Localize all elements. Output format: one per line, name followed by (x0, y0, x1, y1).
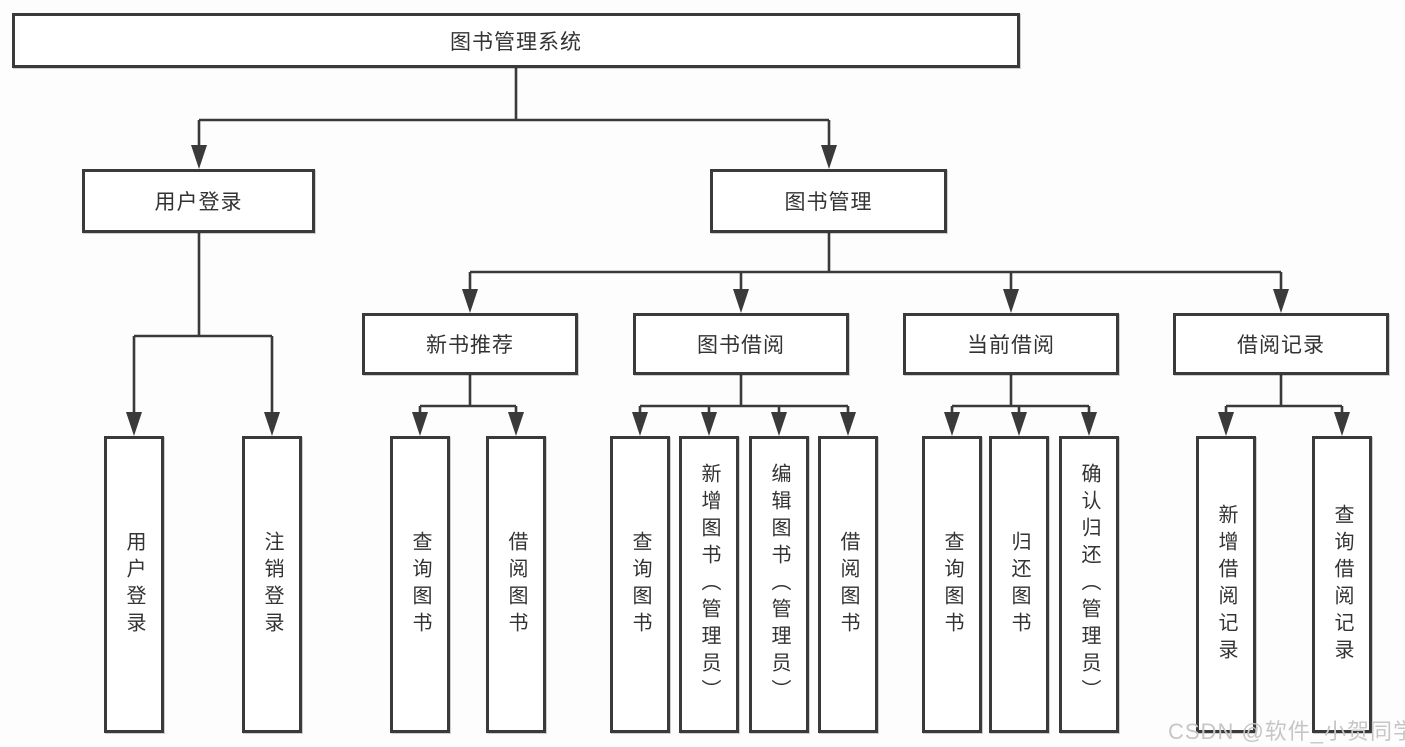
connector-root-to-level2 (191, 68, 837, 169)
arrowhead (1334, 412, 1350, 436)
arrowhead (191, 145, 207, 169)
arrowhead (412, 412, 428, 436)
leaf-user-login-label: 用户登录 (123, 530, 145, 639)
node-book-management-label: 图书管理 (784, 191, 873, 214)
arrowhead (1003, 289, 1019, 313)
node-book-borrowing: 图书借阅 (633, 313, 849, 375)
arrowhead (1273, 289, 1289, 313)
leaf-query-borrow-record: 查询借阅记录 (1312, 436, 1372, 733)
connector-currentborrow-to-leaves (944, 375, 1097, 436)
node-current-borrowing: 当前借阅 (903, 313, 1119, 375)
leaf-add-borrow-record-label: 新增借阅记录 (1215, 503, 1237, 666)
leaf-return-book-label: 归还图书 (1008, 530, 1030, 639)
leaf-borrow-book-rec: 借阅图书 (486, 436, 546, 733)
arrowhead (733, 289, 749, 313)
leaf-query-book-rec-label: 查询图书 (409, 530, 431, 639)
arrowhead (1081, 412, 1097, 436)
node-book-borrowing-label: 图书借阅 (697, 334, 785, 357)
arrowhead (771, 412, 787, 436)
arrowhead (1011, 412, 1027, 436)
connector-bookborrow-to-leaves (632, 375, 856, 436)
arrowhead (1218, 412, 1234, 436)
leaf-query-borrow-record-label: 查询借阅记录 (1331, 503, 1353, 666)
node-borrowing-records: 借阅记录 (1173, 313, 1389, 375)
arrowhead (944, 412, 960, 436)
leaf-add-book: 新增图书（管理员） (679, 436, 739, 733)
node-new-book-recommendation-label: 新书推荐 (426, 334, 514, 357)
leaf-logout-label: 注销登录 (261, 530, 283, 639)
leaf-query-book-borrow-label: 查询图书 (629, 530, 651, 639)
leaf-edit-book-label: 编辑图书（管理员） (768, 463, 790, 706)
connector-newbookrec-to-leaves (412, 375, 524, 436)
node-book-management: 图书管理 (710, 169, 947, 233)
arrowhead (701, 412, 717, 436)
watermark: CSDN @软件_小贺同学 (1168, 719, 1405, 744)
leaf-borrow-book: 借阅图书 (818, 436, 878, 733)
leaf-confirm-return: 确认归还（管理员） (1059, 436, 1119, 733)
leaf-add-borrow-record: 新增借阅记录 (1196, 436, 1256, 733)
arrowhead (632, 412, 648, 436)
leaf-query-book-rec: 查询图书 (390, 436, 450, 733)
node-user-login: 用户登录 (82, 169, 315, 233)
leaf-add-book-label: 新增图书（管理员） (698, 463, 720, 706)
leaf-query-book-current-label: 查询图书 (941, 530, 963, 639)
arrowhead (821, 145, 837, 169)
arrowhead (264, 412, 280, 436)
node-root: 图书管理系统 (12, 13, 1020, 68)
leaf-confirm-return-label: 确认归还（管理员） (1078, 463, 1100, 706)
leaf-borrow-book-label: 借阅图书 (837, 530, 859, 639)
leaf-user-login: 用户登录 (104, 436, 164, 733)
arrowhead (462, 289, 478, 313)
arrowhead (508, 412, 524, 436)
connector-borrowrecords-to-leaves (1218, 375, 1350, 436)
arrowhead (126, 412, 142, 436)
leaf-query-book-borrow: 查询图书 (610, 436, 670, 733)
leaf-edit-book: 编辑图书（管理员） (749, 436, 809, 733)
leaf-return-book: 归还图书 (989, 436, 1049, 733)
node-borrowing-records-label: 借阅记录 (1237, 334, 1325, 357)
leaf-logout: 注销登录 (242, 436, 302, 733)
node-root-label: 图书管理系统 (450, 30, 582, 54)
node-current-borrowing-label: 当前借阅 (967, 334, 1055, 357)
arrowhead (840, 412, 856, 436)
leaf-borrow-book-rec-label: 借阅图书 (505, 530, 527, 639)
leaf-query-book-current: 查询图书 (922, 436, 982, 733)
connector-bookmgmt-to-level3 (462, 233, 1289, 313)
node-new-book-recommendation: 新书推荐 (362, 313, 578, 375)
node-user-login-label: 用户登录 (154, 191, 243, 214)
connector-userlogin-to-leaves (126, 233, 280, 436)
